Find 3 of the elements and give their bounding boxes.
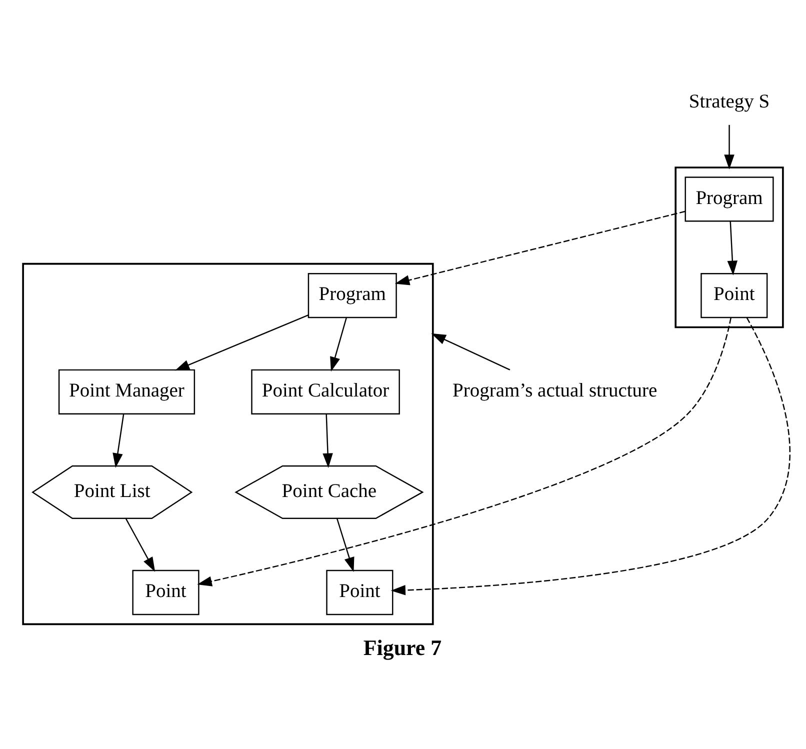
node-text: Program’s actual structure <box>452 380 658 402</box>
caption: Figure 7 <box>363 635 442 660</box>
node-text: Strategy S <box>688 91 770 112</box>
